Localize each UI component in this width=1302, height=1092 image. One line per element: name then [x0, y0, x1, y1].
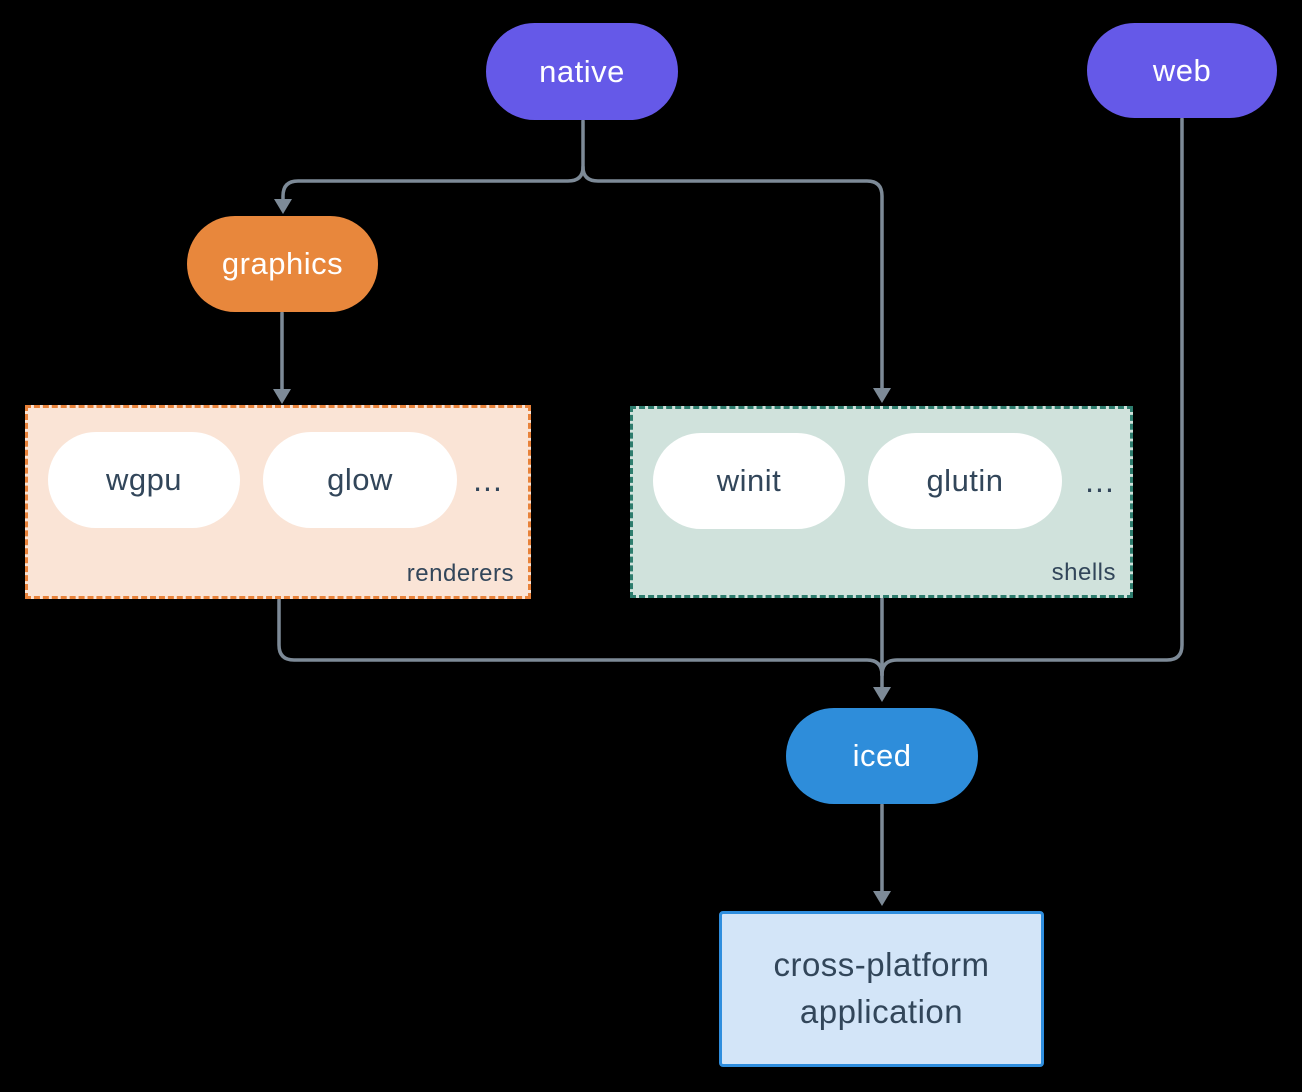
- renderers-ellipsis: ...: [473, 461, 503, 498]
- group-renderers: wgpu glow ... renderers: [25, 405, 531, 599]
- arrowhead-into-shells: [873, 388, 891, 403]
- node-iced: iced: [786, 708, 978, 804]
- edge-native-to-graphics: [281, 119, 585, 201]
- shells-ellipsis: ...: [1085, 462, 1115, 499]
- node-wgpu: wgpu: [48, 432, 240, 528]
- shells-group-label: shells: [1051, 559, 1116, 586]
- node-winit-label: winit: [716, 463, 782, 498]
- node-graphics-label: graphics: [221, 246, 344, 281]
- node-wgpu-label: wgpu: [105, 462, 183, 497]
- arrowhead-into-application: [873, 891, 891, 906]
- node-winit: winit: [653, 433, 845, 529]
- arrowhead-into-iced: [873, 687, 891, 702]
- node-iced-label: iced: [852, 738, 912, 773]
- application-label-line1: cross-platform: [773, 946, 990, 984]
- node-glow: glow: [263, 432, 457, 528]
- renderers-group-label: renderers: [406, 560, 514, 587]
- node-glutin-label: glutin: [926, 463, 1004, 498]
- application-label-line2: application: [799, 993, 964, 1030]
- group-shells: winit glutin ... shells: [630, 406, 1133, 598]
- node-web-label: web: [1152, 52, 1212, 88]
- edge-renderers-to-merge: [277, 598, 884, 677]
- edge-native-to-shells: [581, 165, 884, 390]
- arrowhead-into-renderers: [273, 389, 291, 404]
- node-glutin: glutin: [868, 433, 1062, 529]
- node-web: web: [1087, 23, 1277, 118]
- arrowhead-into-graphics: [274, 199, 292, 214]
- node-cross-platform-application: cross-platform application: [719, 911, 1044, 1067]
- node-native: native: [486, 23, 678, 120]
- node-native-label: native: [539, 53, 625, 89]
- node-graphics: graphics: [187, 216, 378, 312]
- node-glow-label: glow: [327, 462, 393, 497]
